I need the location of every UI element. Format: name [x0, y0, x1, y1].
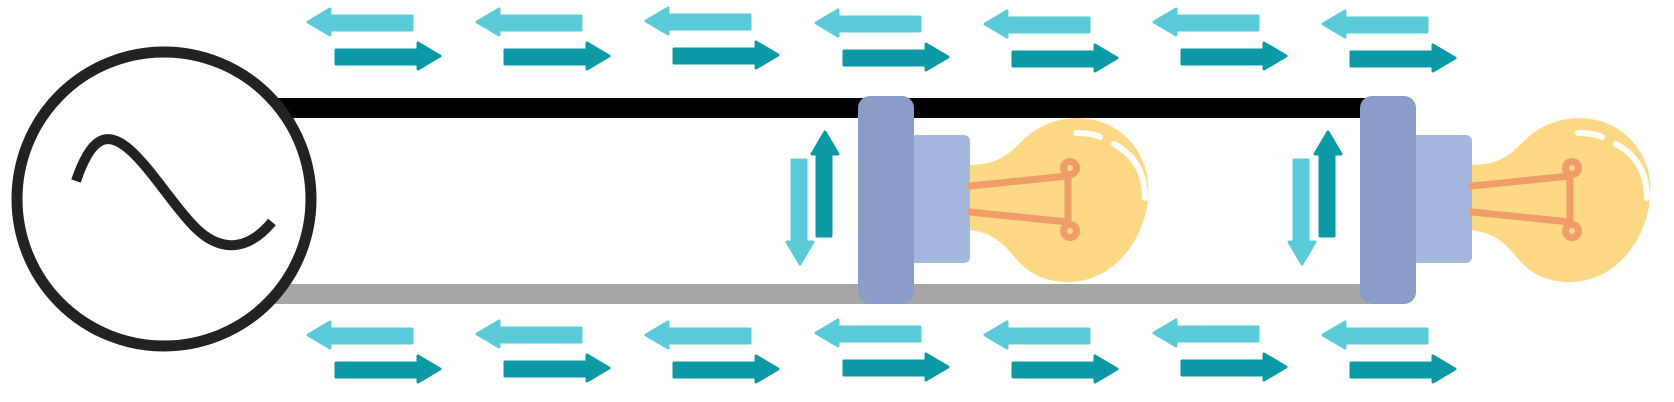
arrow-right-icon	[503, 353, 611, 383]
arrow-left-icon	[1321, 320, 1429, 350]
arrow-left-icon	[306, 320, 414, 350]
arrow-right-icon	[334, 354, 442, 384]
bulb-glass	[1470, 118, 1651, 282]
arrow-up-icon	[810, 130, 840, 238]
arrow-down-icon	[785, 158, 815, 266]
arrow-right-icon	[1349, 43, 1457, 73]
arrow-right-icon	[1011, 43, 1119, 73]
arrow-left-icon	[644, 6, 752, 36]
arrow-left-icon	[1321, 9, 1429, 39]
arrow-right-icon	[503, 41, 611, 71]
arrow-left-icon	[1152, 7, 1260, 37]
arrow-right-icon	[842, 352, 950, 382]
current-arrows-vertical	[785, 130, 1343, 266]
arrow-left-icon	[814, 318, 922, 348]
bulb-base	[910, 135, 970, 263]
bulb-highlight	[1073, 130, 1148, 201]
arrow-right-icon	[1349, 354, 1457, 384]
arrow-left-icon	[983, 320, 1091, 350]
arrow-right-icon	[672, 40, 780, 70]
bulb-socket	[858, 96, 914, 304]
bulb-socket	[1360, 96, 1416, 304]
arrow-left-icon	[983, 9, 1091, 39]
arrow-up-icon	[1313, 130, 1343, 238]
ac-voltage-source-icon	[11, 46, 317, 352]
arrow-right-icon	[1180, 41, 1288, 71]
top-wire	[272, 98, 1372, 118]
arrow-left-icon	[475, 7, 583, 37]
arrow-right-icon	[672, 354, 780, 384]
arrow-down-icon	[1287, 158, 1317, 266]
current-arrows-top	[306, 6, 1457, 73]
arrow-right-icon	[842, 42, 950, 72]
light-bulb-icon	[1360, 96, 1651, 304]
bulb-highlight	[1575, 130, 1650, 201]
arrow-left-icon	[814, 8, 922, 38]
arrow-right-icon	[1180, 352, 1288, 382]
arrow-right-icon	[1011, 354, 1119, 384]
current-arrows-bottom	[306, 318, 1457, 384]
bulb-base	[1412, 135, 1472, 263]
arrow-left-icon	[644, 320, 752, 350]
arrow-left-icon	[1152, 318, 1260, 348]
filament	[1468, 158, 1582, 241]
bulb-glass	[968, 118, 1149, 282]
arrow-left-icon	[475, 319, 583, 349]
filament	[966, 158, 1080, 241]
arrow-right-icon	[334, 41, 442, 71]
arrow-left-icon	[306, 7, 414, 37]
bottom-wire	[272, 284, 1372, 304]
bulbs-group	[858, 96, 1651, 304]
light-bulb-icon	[858, 96, 1149, 304]
